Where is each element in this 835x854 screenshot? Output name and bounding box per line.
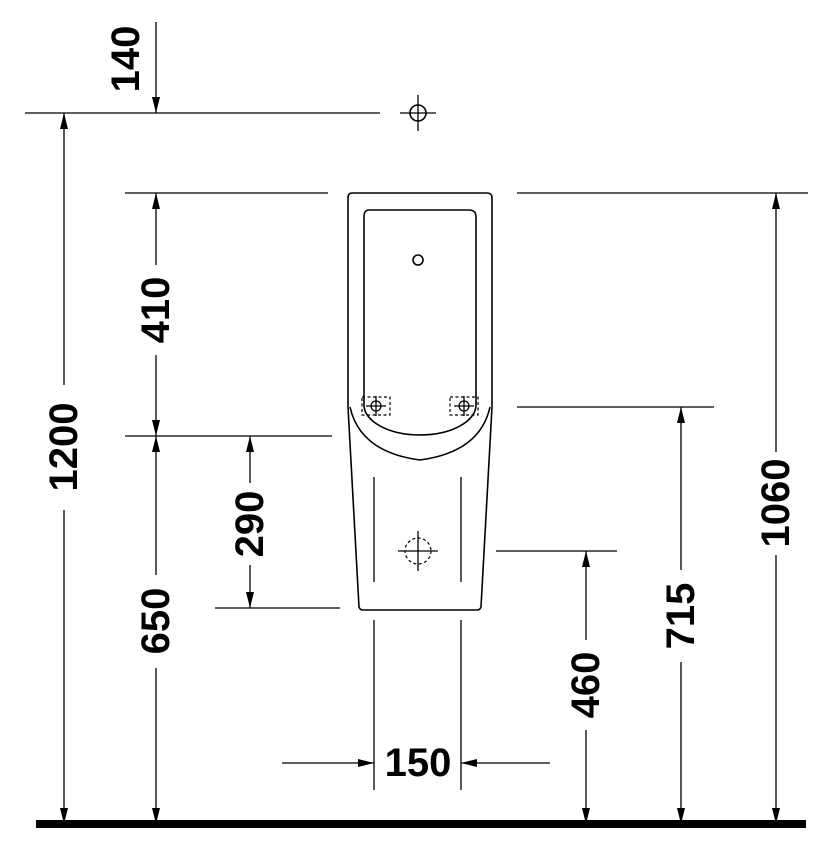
fixing-bracket-right-icon bbox=[449, 396, 479, 416]
dim-label-460: 460 bbox=[564, 652, 608, 719]
supply-connection-icon bbox=[400, 95, 436, 131]
dim-label-140: 140 bbox=[104, 26, 148, 93]
dim-label-410: 410 bbox=[134, 277, 178, 344]
dim-label-290: 290 bbox=[228, 491, 272, 558]
dim-label-715: 715 bbox=[659, 583, 703, 650]
waste-outlet-icon bbox=[398, 531, 438, 571]
dim-label-1060: 1060 bbox=[754, 459, 798, 548]
dim-label-150: 150 bbox=[385, 741, 452, 785]
urinal-outline bbox=[347, 192, 493, 611]
floor-line bbox=[36, 820, 806, 828]
fixing-bracket-left-icon bbox=[361, 396, 391, 416]
flush-inlet-icon bbox=[412, 254, 424, 266]
dim-label-1200: 1200 bbox=[42, 403, 86, 492]
extension-lines bbox=[25, 112, 808, 790]
dim-label-650: 650 bbox=[134, 588, 178, 655]
dimension-lines bbox=[60, 22, 780, 824]
